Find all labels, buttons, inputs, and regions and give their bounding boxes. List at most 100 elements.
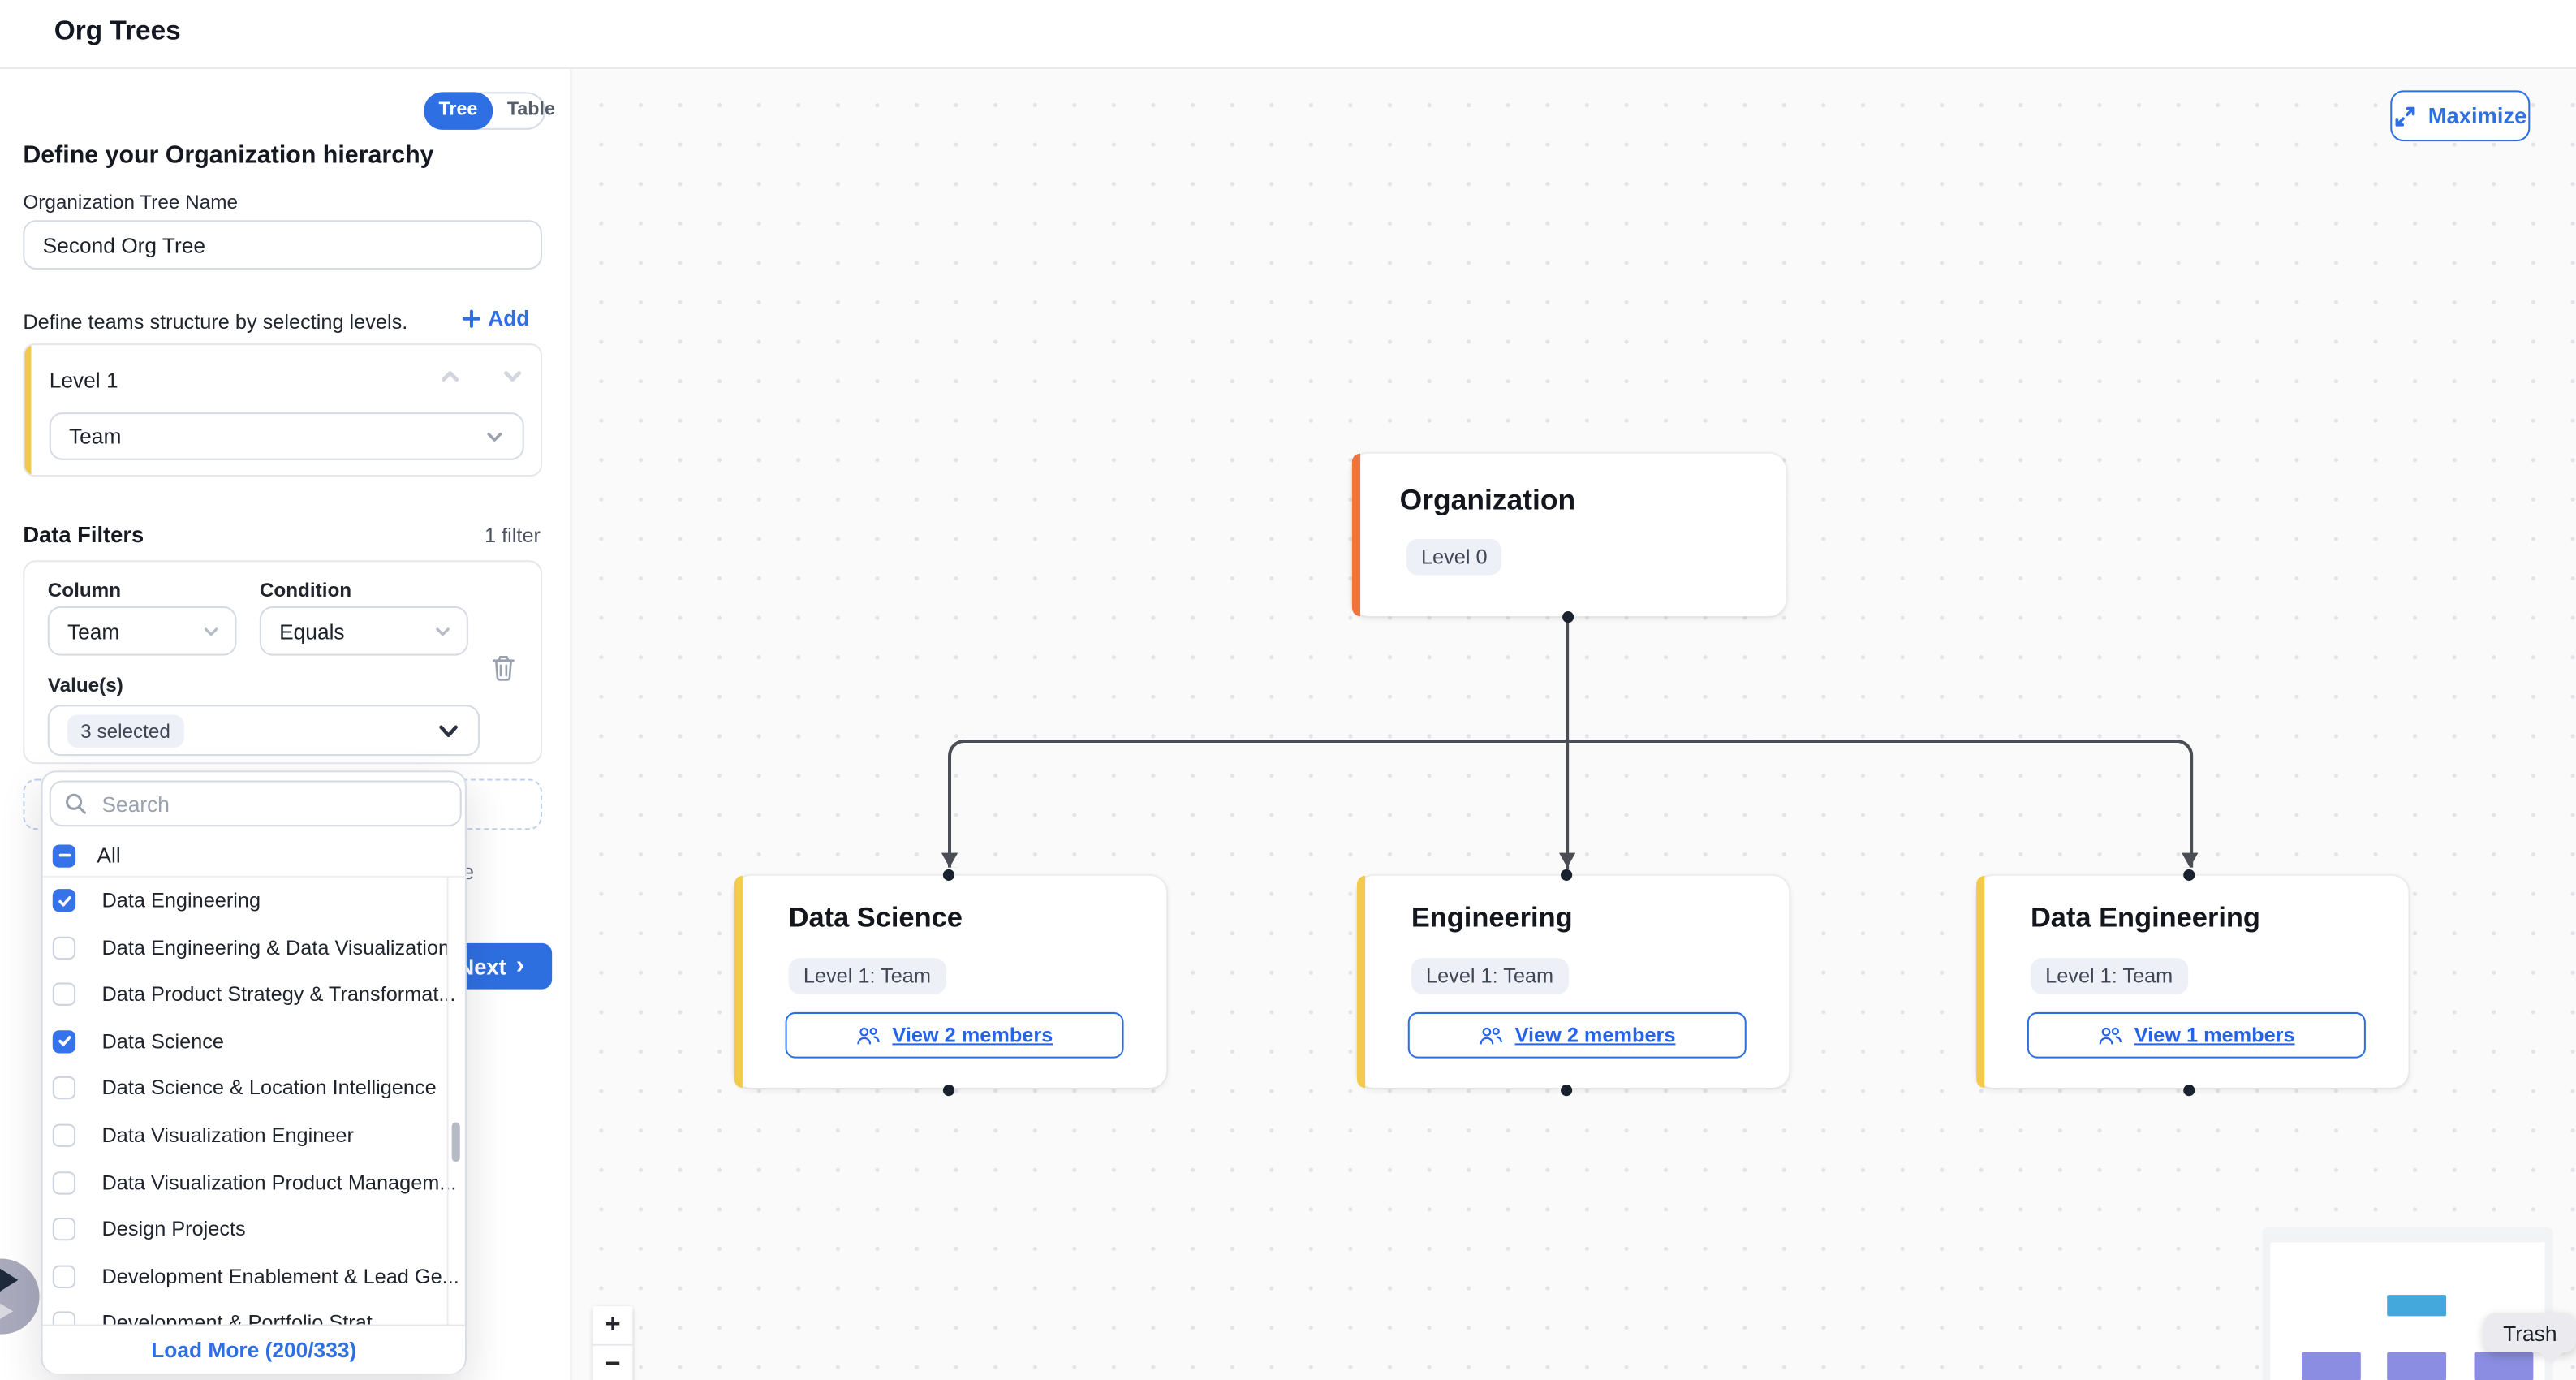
connector-dot[interactable] xyxy=(942,1084,955,1097)
option-checkbox[interactable] xyxy=(52,1123,76,1147)
maximize-label: Maximize xyxy=(2427,103,2527,128)
options-list[interactable]: Data Engineering Data Engineering & Data… xyxy=(43,877,468,1325)
option-row[interactable]: Data Science xyxy=(43,1019,447,1065)
connector-dot[interactable] xyxy=(2183,1084,2195,1097)
minimap[interactable] xyxy=(2262,1227,2553,1380)
option-row[interactable]: Data Engineering & Data Visualization xyxy=(43,925,450,971)
connector-dot[interactable] xyxy=(1562,611,1574,623)
option-checkbox[interactable] xyxy=(52,1171,76,1194)
load-more-button[interactable]: Load More (200/333) xyxy=(151,1337,357,1363)
dropdown-search[interactable] xyxy=(49,780,462,827)
select-all-row[interactable]: All xyxy=(42,834,468,878)
tab-table[interactable]: Table xyxy=(506,100,555,120)
connector-dot[interactable] xyxy=(942,869,955,881)
search-icon xyxy=(66,793,86,814)
option-label: Development & Portfolio Strat... xyxy=(101,1312,390,1325)
view-members-button[interactable]: View 2 members xyxy=(1407,1011,1747,1059)
option-row[interactable]: Data Visualization Engineer xyxy=(43,1112,447,1158)
node-level-badge: Level 1: Team xyxy=(2030,958,2188,994)
node-accent-bar xyxy=(1976,875,1985,1089)
chevron-down-icon xyxy=(436,627,450,636)
tree-name-input[interactable] xyxy=(23,220,542,270)
condition-select[interactable]: Equals xyxy=(259,606,468,656)
view-members-button[interactable]: View 1 members xyxy=(2027,1011,2366,1059)
data-filters-heading: Data Filters xyxy=(23,522,144,548)
org-node-root[interactable]: Organization Level 0 xyxy=(1351,453,1786,617)
org-node-engineering[interactable]: Engineering Level 1: Team View 2 members xyxy=(1357,875,1790,1089)
maximize-button[interactable]: Maximize xyxy=(2390,90,2531,142)
chevron-down-icon xyxy=(439,724,458,737)
node-level-badge: Level 1: Team xyxy=(788,958,946,994)
option-checkbox[interactable] xyxy=(52,1029,76,1054)
option-row[interactable]: Development Enablement & Lead Ge... xyxy=(43,1253,459,1300)
connector-arrow xyxy=(2181,852,2198,868)
level-type-value: Team xyxy=(69,424,122,449)
option-label: Development Enablement & Lead Ge... xyxy=(101,1265,459,1288)
list-divider xyxy=(446,877,449,1325)
option-label: Data Science xyxy=(101,1029,225,1054)
node-accent-bar xyxy=(1357,875,1366,1089)
tab-tree[interactable]: Tree xyxy=(424,91,493,129)
option-row[interactable]: Data Visualization Product Managem... xyxy=(43,1159,456,1205)
selected-count-badge: 3 selected xyxy=(67,714,184,748)
level-type-select[interactable]: Team xyxy=(49,412,524,460)
option-checkbox[interactable] xyxy=(52,935,76,960)
load-more-footer: Load More (200/333) xyxy=(42,1324,465,1374)
chevron-down-icon xyxy=(487,432,502,441)
option-row[interactable]: Data Product Strategy & Transformat... xyxy=(43,972,455,1018)
panel-heading: Define your Organization hierarchy xyxy=(23,141,434,170)
option-checkbox[interactable] xyxy=(52,889,76,912)
option-label: Data Engineering & Data Visualization xyxy=(101,935,450,960)
column-select[interactable]: Team xyxy=(47,606,237,656)
zoom-in-button[interactable]: + xyxy=(592,1306,633,1346)
option-checkbox[interactable] xyxy=(52,1265,76,1288)
option-label: Data Engineering xyxy=(101,889,261,912)
trash-tooltip-label: Trash xyxy=(2503,1320,2557,1345)
org-chart-canvas[interactable]: Maximize Organization Level 0 Data Scien… xyxy=(571,69,2576,1380)
connector-dot[interactable] xyxy=(1561,1084,1573,1097)
option-label: Data Visualization Engineer xyxy=(101,1123,354,1147)
move-level-up-button[interactable] xyxy=(437,363,463,389)
chat-widget-peek[interactable] xyxy=(0,1258,40,1335)
page-title: Org Trees xyxy=(54,16,181,46)
page-header: Org Trees xyxy=(0,0,2576,70)
view-members-button[interactable]: View 2 members xyxy=(785,1011,1124,1059)
connector-arrow xyxy=(1557,852,1575,868)
node-accent-bar xyxy=(734,875,743,1089)
condition-label: Condition xyxy=(259,578,352,602)
minimap-child-node xyxy=(2387,1352,2447,1380)
people-icon xyxy=(857,1026,880,1044)
option-row[interactable]: Data Science & Location Intelligence xyxy=(43,1065,447,1111)
option-row[interactable]: Development & Portfolio Strat... xyxy=(43,1300,447,1325)
node-title: Organization xyxy=(1399,483,1576,516)
connector-dot[interactable] xyxy=(2183,869,2195,881)
list-scrollbar[interactable] xyxy=(451,1122,460,1162)
add-level-button[interactable]: Add xyxy=(462,306,529,330)
option-checkbox[interactable] xyxy=(52,1076,76,1101)
values-select[interactable]: 3 selected xyxy=(47,705,480,757)
hierarchy-config-panel: Tree Table Define your Organization hier… xyxy=(0,69,572,1380)
zoom-out-button[interactable]: − xyxy=(592,1345,633,1380)
minimap-child-node xyxy=(2474,1352,2534,1380)
view-members-label: View 2 members xyxy=(1514,1024,1676,1047)
option-label: Data Product Strategy & Transformat... xyxy=(101,982,456,1007)
view-members-label: View 2 members xyxy=(892,1024,1053,1047)
tree-connector-center xyxy=(1566,619,1570,869)
option-checkbox[interactable] xyxy=(52,1312,76,1325)
node-level-badge: Level 0 xyxy=(1406,538,1502,576)
minimap-viewport xyxy=(2270,1242,2545,1380)
option-row[interactable]: Data Engineering xyxy=(43,878,447,924)
org-node-data-engineering[interactable]: Data Engineering Level 1: Team View 1 me… xyxy=(1976,875,2409,1089)
option-row[interactable]: Design Projects xyxy=(43,1206,447,1253)
option-label: Data Visualization Product Managem... xyxy=(101,1171,457,1194)
node-title: Data Engineering xyxy=(2030,902,2260,934)
move-level-down-button[interactable] xyxy=(499,363,525,389)
connector-dot[interactable] xyxy=(1561,869,1573,881)
search-input[interactable] xyxy=(98,789,447,818)
option-checkbox[interactable] xyxy=(52,982,76,1007)
expand-icon xyxy=(2393,105,2416,127)
option-checkbox[interactable] xyxy=(52,1218,76,1241)
select-all-checkbox[interactable] xyxy=(52,843,76,867)
org-node-data-science[interactable]: Data Science Level 1: Team View 2 member… xyxy=(734,875,1167,1089)
delete-filter-button[interactable] xyxy=(489,653,519,682)
